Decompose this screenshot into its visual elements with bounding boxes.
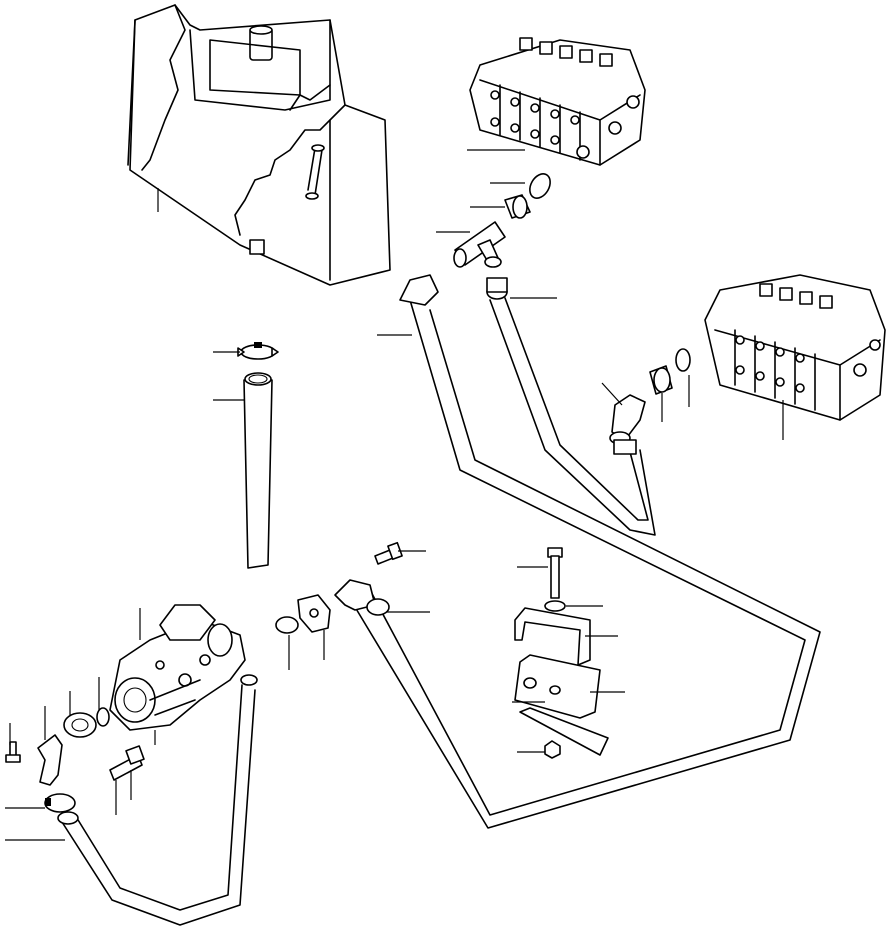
hose-clamp-bottom	[44, 793, 76, 813]
washer-clamp	[544, 600, 566, 612]
adapter-fitting-upper	[504, 194, 531, 219]
tee-fitting	[453, 221, 506, 268]
o-ring-pump	[96, 707, 110, 727]
pressure-hose-long	[366, 598, 390, 616]
pump-hose-loop	[57, 674, 258, 926]
control-valve-lower	[704, 274, 886, 421]
o-ring-lower	[675, 348, 691, 372]
nut-clamp	[544, 740, 561, 759]
pump-flange	[63, 712, 97, 738]
clamp-bracket	[514, 607, 591, 666]
split-flange	[297, 594, 331, 633]
o-ring-flange	[275, 616, 299, 634]
hose-clamp-top	[237, 342, 279, 360]
o-ring-upper	[529, 173, 551, 199]
suction-hose	[351, 274, 821, 829]
return-hose	[486, 277, 656, 536]
pump-fitting	[109, 745, 145, 781]
control-valve-upper	[469, 37, 646, 166]
adapter-fitting-lower	[649, 365, 673, 395]
hydraulic-tank	[127, 4, 391, 286]
bolt-clamp	[547, 547, 563, 599]
leader-elbow-fitting-lower-valve	[601, 382, 623, 406]
suction-tube	[243, 372, 273, 569]
bolt-flange	[374, 541, 403, 565]
elbow-fitting-lower-valve	[609, 394, 646, 455]
pump-elbow	[37, 734, 63, 786]
bolt-left	[5, 741, 21, 763]
hydraulic-pump	[109, 604, 246, 731]
clamp-plate	[519, 707, 609, 756]
